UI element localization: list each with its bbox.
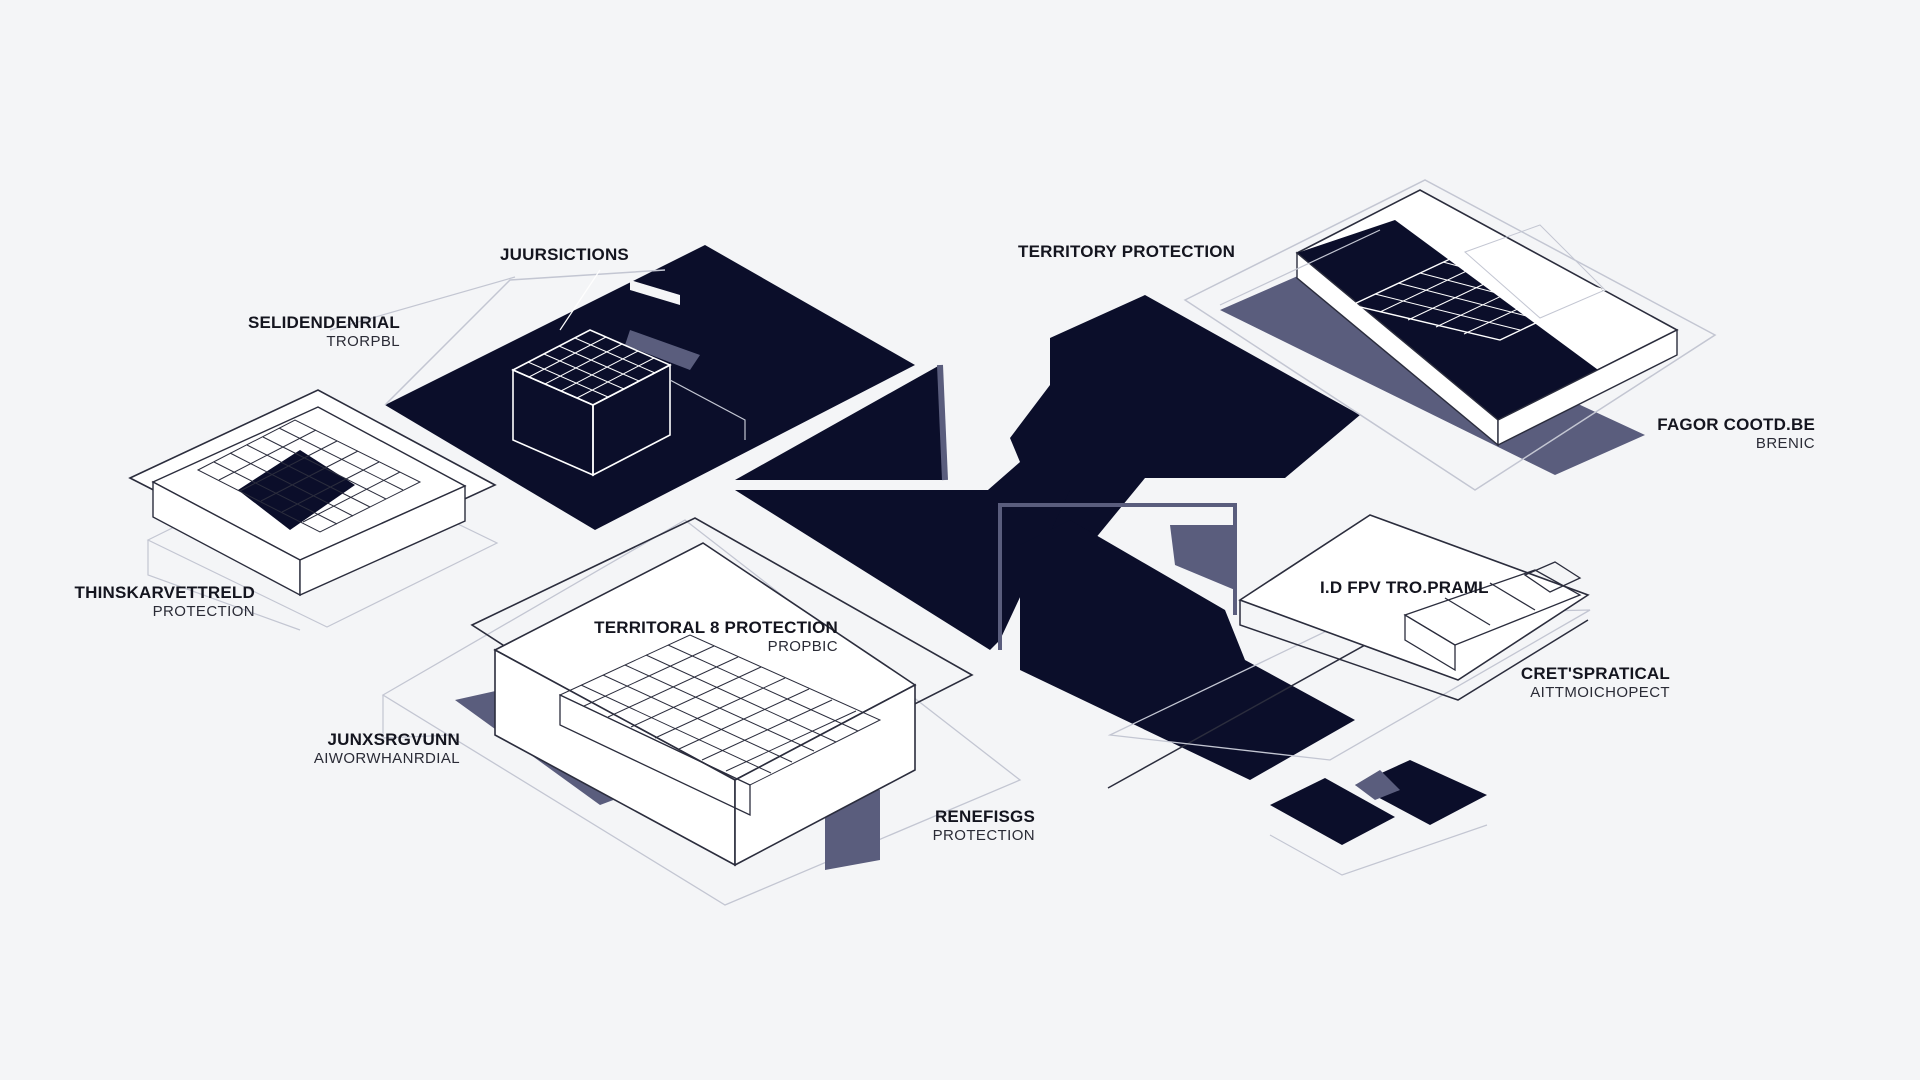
label-title: SELIDENDENRIAL [247, 313, 400, 332]
connector-left-wedge [735, 365, 945, 480]
cube-grid [527, 336, 656, 399]
label-sub: PROTECTION [152, 602, 255, 620]
label-title: THINSKARVETTRELD [74, 583, 255, 602]
ghost-frame [1107, 609, 1591, 761]
label-renefisgs: RENEFISGS PROTECTION [880, 807, 1035, 844]
label-territoral-protection: TERRITORAL 8 PROTECTION PROPBIC [585, 618, 838, 655]
label-sub: AITTMOICHOPECT [1530, 683, 1670, 701]
selidendenrial-module [128, 276, 516, 631]
label-title: FAGOR COOTD.BE [1657, 415, 1815, 434]
block-top [1238, 514, 1590, 681]
connector-lower-shade [1170, 525, 1235, 590]
label-title: I.D FPV TRO.PRAML [1320, 578, 1489, 597]
territory-protection-module [1183, 179, 1717, 491]
leader-line-2 [147, 540, 301, 631]
label-fagor: FAGOR COOTD.BE BRENIC [1640, 415, 1815, 452]
platform-lower-slab [559, 693, 751, 817]
leader-line [1219, 229, 1381, 306]
connector-middle-band [735, 490, 1070, 650]
label-sub: PROTECTION [932, 826, 1035, 844]
leader-line [559, 269, 601, 331]
light-grid-area [1464, 224, 1606, 319]
platform-side [734, 683, 916, 867]
block-front-line [1239, 600, 1589, 701]
label-territory-protection: TERRITORY PROTECTION [1018, 242, 1235, 262]
inner-cube-grid [1374, 258, 1585, 335]
outer-frame [1183, 179, 1717, 491]
label-sub: AIWORWHANRDIAL [313, 749, 460, 767]
tile-ghost [1269, 824, 1488, 876]
label-idpvtro: I.D FPV TRO.PRAML [1320, 578, 1489, 598]
label-title: CRET'SPRATICAL [1520, 664, 1670, 683]
leader-line [329, 276, 516, 331]
dark-plate [385, 245, 915, 530]
block-side [299, 484, 466, 597]
label-cretspratical: CRET'SPRATICAL AITTMOICHOPECT [1470, 664, 1670, 701]
connector-rail-1 [998, 503, 1237, 650]
label-sub: TRORPBL [326, 332, 400, 350]
connector-rail-2 [937, 364, 948, 481]
connector-lower-arm [1020, 520, 1355, 780]
label-sub: PROPBIC [767, 637, 838, 655]
tile-shade [1355, 770, 1400, 800]
leader-line-2 [669, 379, 746, 440]
label-title: JUNXSRGVUNN [327, 730, 460, 749]
central-connector [735, 295, 1366, 789]
label-title: JUURSICTIONS [500, 245, 629, 264]
plate-outline [384, 269, 666, 406]
connector-upper-arm [925, 295, 1360, 545]
plate-shade [625, 330, 700, 370]
label-sub: BRENIC [1755, 434, 1815, 452]
ghost-frame [381, 519, 1022, 906]
label-title: TERRITORY PROTECTION [1018, 242, 1236, 261]
label-jurisdictions: JUURSICTIONS [500, 245, 629, 265]
small-tiles [1269, 760, 1488, 876]
tile-1 [1270, 778, 1395, 845]
tile-2 [1355, 760, 1487, 825]
label-junxsrgvunn: JUNXSRGVUNN AIWORWHANRDIAL [280, 730, 460, 767]
block-side [1497, 328, 1678, 447]
idpvtro-module [1107, 514, 1591, 761]
label-selidendenrial: SELIDENDENRIAL TRORPBL [230, 313, 400, 350]
cube-side [592, 363, 671, 477]
label-thinskarvettreld: THINSKARVETTRELD PROTECTION [60, 583, 255, 620]
grid-dark-cells [238, 450, 355, 530]
leader-line [382, 695, 456, 739]
plate-notch [630, 280, 680, 305]
grid-lines [196, 419, 422, 533]
label-title: TERRITORAL 8 PROTECTION [594, 618, 838, 637]
label-title: RENEFISGS [934, 807, 1035, 826]
block-cells [1403, 561, 1582, 672]
territoral-protection-module [381, 517, 1022, 906]
jurisdictions-module [384, 245, 915, 530]
